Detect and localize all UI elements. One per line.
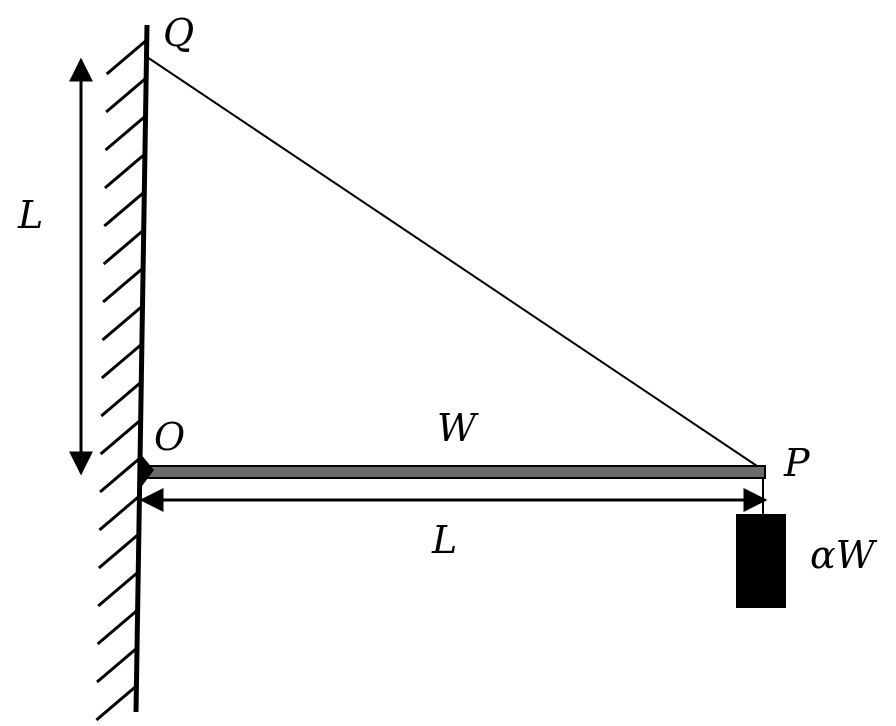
label-horizontal-length: L xyxy=(431,518,457,562)
hatch-mark xyxy=(99,418,142,456)
hatch-mark xyxy=(97,532,140,570)
label-hanging-weight: αW xyxy=(810,533,878,577)
wall-hatching xyxy=(95,38,148,722)
supporting-string xyxy=(146,56,764,471)
wall-line xyxy=(133,24,150,713)
hatch-mark xyxy=(103,190,146,228)
hatch-mark xyxy=(98,494,141,532)
label-o: O xyxy=(154,415,185,459)
hanging-block xyxy=(736,514,786,608)
label-p: P xyxy=(783,441,811,485)
label-rod-weight: W xyxy=(437,406,479,450)
hatch-mark xyxy=(104,114,147,152)
hinge xyxy=(139,452,154,490)
hatch-mark xyxy=(97,570,140,608)
hatch-mark xyxy=(102,266,145,304)
label-vertical-length: L xyxy=(17,193,43,237)
hatch-mark xyxy=(96,646,138,684)
hatch-mark xyxy=(100,342,143,380)
hatch-mark xyxy=(102,228,145,266)
hatch-mark xyxy=(103,152,146,190)
hatch-mark xyxy=(99,456,142,494)
rod xyxy=(142,465,766,479)
hatch-mark xyxy=(101,304,144,342)
hatch-mark xyxy=(96,608,139,646)
hatch-mark xyxy=(100,380,143,418)
hatch-mark xyxy=(95,684,138,722)
hatch-mark xyxy=(105,38,148,76)
hatch-mark xyxy=(105,76,148,114)
label-q: Q xyxy=(163,11,194,55)
